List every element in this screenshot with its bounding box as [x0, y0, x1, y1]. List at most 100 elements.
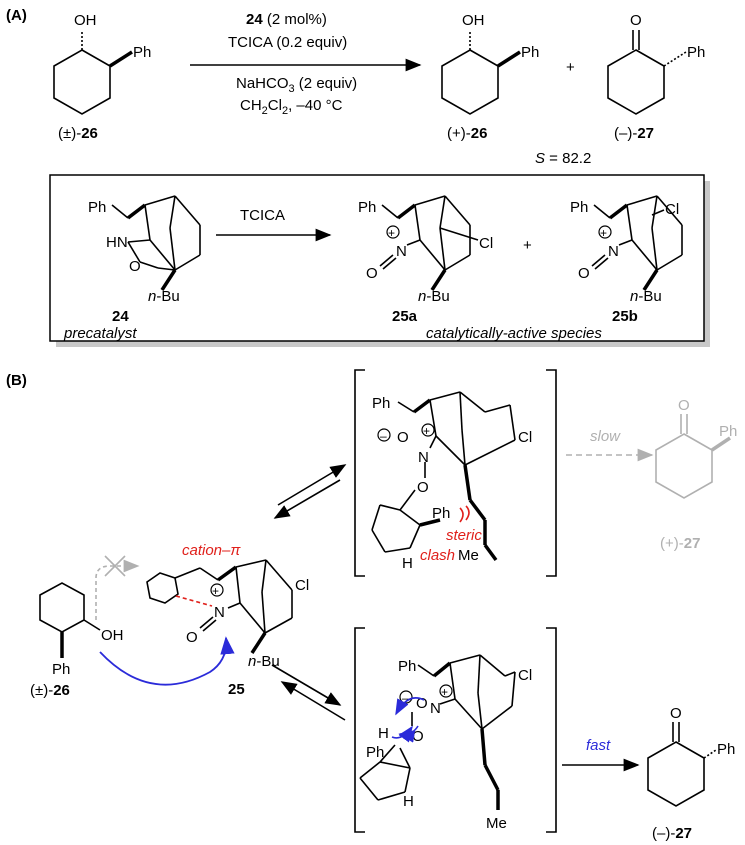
- n-label-upper: N: [418, 449, 429, 466]
- ph-label-25b: Ph: [570, 199, 588, 216]
- hn-label-24: HN: [106, 234, 128, 251]
- minus-sign-upper: –: [380, 429, 387, 443]
- o-label-25a: O: [366, 265, 378, 282]
- o-label-slow-prod: O: [678, 397, 690, 414]
- cyclohexanone-27-structure: [607, 30, 687, 115]
- selectivity-label: S = 82.2: [535, 150, 591, 167]
- cl-label-25b: Cl: [665, 201, 679, 218]
- electron-arrow-2: [391, 725, 413, 743]
- slow-product-label: (+)-27: [660, 535, 700, 552]
- steric-label: steric: [446, 527, 482, 544]
- plus-sign-box: +: [523, 237, 532, 254]
- equilibrium-arrows-upper: [273, 464, 347, 519]
- plus-sign-25a: +: [388, 226, 395, 240]
- prod1-label: (+)-26: [447, 125, 487, 142]
- cyclohexanone-minus-27-structure: [647, 722, 717, 807]
- o-label-lower-2: O: [412, 728, 424, 745]
- ph-label-upper: Ph: [372, 395, 390, 412]
- o-label-lower-1: O: [416, 695, 428, 712]
- lower-ts-bracket: [354, 627, 557, 833]
- compound-25b-number: 25b: [612, 308, 638, 325]
- condition-tcica: TCICA (0.2 equiv): [228, 34, 347, 51]
- plus-charge-lower: [439, 684, 453, 698]
- condition-base: NaHCO3 (2 equiv): [236, 75, 357, 95]
- electron-arrow-1: [395, 697, 425, 716]
- cl-label-upper: Cl: [518, 429, 532, 446]
- me-label-lower: Me: [486, 815, 507, 832]
- o-label-fast-prod: O: [670, 705, 682, 722]
- ph-label-ketone: Ph: [687, 44, 705, 61]
- sm-label: (±)-26: [58, 125, 98, 142]
- ph-label-product: Ph: [521, 44, 539, 61]
- precatalyst-24-structure: [111, 195, 201, 291]
- fast-product-label: (–)-27: [652, 825, 692, 842]
- cyclohexanone-plus-27-structure: [655, 414, 731, 499]
- cyclohexanol-26-left-structure: [39, 582, 101, 658]
- cation-pi-label: cation–π: [182, 542, 241, 559]
- oh-label-product: OH: [462, 12, 485, 29]
- sm-label-b: (±)-26: [30, 682, 70, 699]
- o-label-24: O: [129, 258, 141, 275]
- slow-label: slow: [590, 428, 621, 445]
- nbu-label-25b: n-Bu: [630, 288, 662, 305]
- panel-b-label: (B): [6, 372, 27, 389]
- cl-label-25: Cl: [295, 577, 309, 594]
- me-label-upper: Me: [458, 547, 479, 564]
- prod2-label: (–)-27: [614, 125, 654, 142]
- plus-sign-25: +: [212, 584, 219, 598]
- plus-charge-25: [210, 583, 224, 597]
- ph-label-fast-prod: Ph: [717, 741, 735, 758]
- ph-label-25a: Ph: [358, 199, 376, 216]
- h-label-lower-2: H: [403, 793, 414, 810]
- ph-label: Ph: [133, 44, 151, 61]
- active-species-label: catalytically-active species: [426, 325, 602, 342]
- ph-label-lower: Ph: [398, 658, 416, 675]
- compound-25-number: 25: [228, 681, 245, 698]
- precatalyst-label: precatalyst: [63, 325, 137, 342]
- n-label-25: N: [214, 604, 225, 621]
- n-label-25b: N: [608, 243, 619, 260]
- plus-sign-a: +: [566, 59, 575, 76]
- condition-solvent: CH2Cl2, –40 °C: [240, 97, 343, 117]
- upper-ts-structure: [371, 391, 516, 562]
- plus-charge-25a: [386, 225, 400, 239]
- catalyst-box: [49, 174, 710, 347]
- cyclohexanol-26-structure: [53, 30, 133, 115]
- plus-sign-upper: +: [423, 424, 430, 438]
- plus-sign-lower: +: [441, 685, 448, 699]
- h-label-upper: H: [402, 555, 413, 572]
- o-label-25b: O: [578, 265, 590, 282]
- cation-pi-interaction: [175, 595, 213, 607]
- clash-mark: [459, 505, 470, 523]
- ketone-o-label: O: [630, 12, 642, 29]
- cl-label-lower: Cl: [518, 667, 532, 684]
- h-label-lower-1: H: [378, 725, 389, 742]
- equilibrium-arrows-lower: [271, 664, 346, 721]
- species-25b-structure: [591, 195, 683, 291]
- compound-25a-number: 25a: [392, 308, 418, 325]
- oh-label-left: OH: [101, 627, 124, 644]
- ph-label-24: Ph: [88, 199, 106, 216]
- minus-sign-lower: –: [402, 691, 409, 705]
- plus-charge-upper: [421, 423, 435, 437]
- o-label-upper-1: O: [397, 429, 409, 446]
- catalyst-25-structure: [146, 559, 293, 654]
- disfavored-approach-arrow: [95, 559, 140, 620]
- ph-label-lower-2: Ph: [366, 744, 384, 761]
- o-label-25: O: [186, 629, 198, 646]
- plus-charge-25b: [598, 225, 612, 239]
- ph-label-slow-prod: Ph: [719, 423, 737, 440]
- electron-arrow-3: [398, 725, 419, 743]
- blocked-mark: [104, 555, 126, 577]
- clash-label: clash: [420, 547, 455, 564]
- cl-label-25a: Cl: [479, 235, 493, 252]
- cyclohexanol-plus-26-structure: [441, 30, 521, 115]
- nbu-label-24: n-Bu: [148, 288, 180, 305]
- tcica-label: TCICA: [240, 207, 285, 224]
- n-label-25a: N: [396, 243, 407, 260]
- compound-24-number: 24: [112, 308, 129, 325]
- ph-label-left: Ph: [52, 661, 70, 678]
- ph-label-upper-2: Ph: [432, 505, 450, 522]
- lower-ts-structure: [359, 654, 516, 810]
